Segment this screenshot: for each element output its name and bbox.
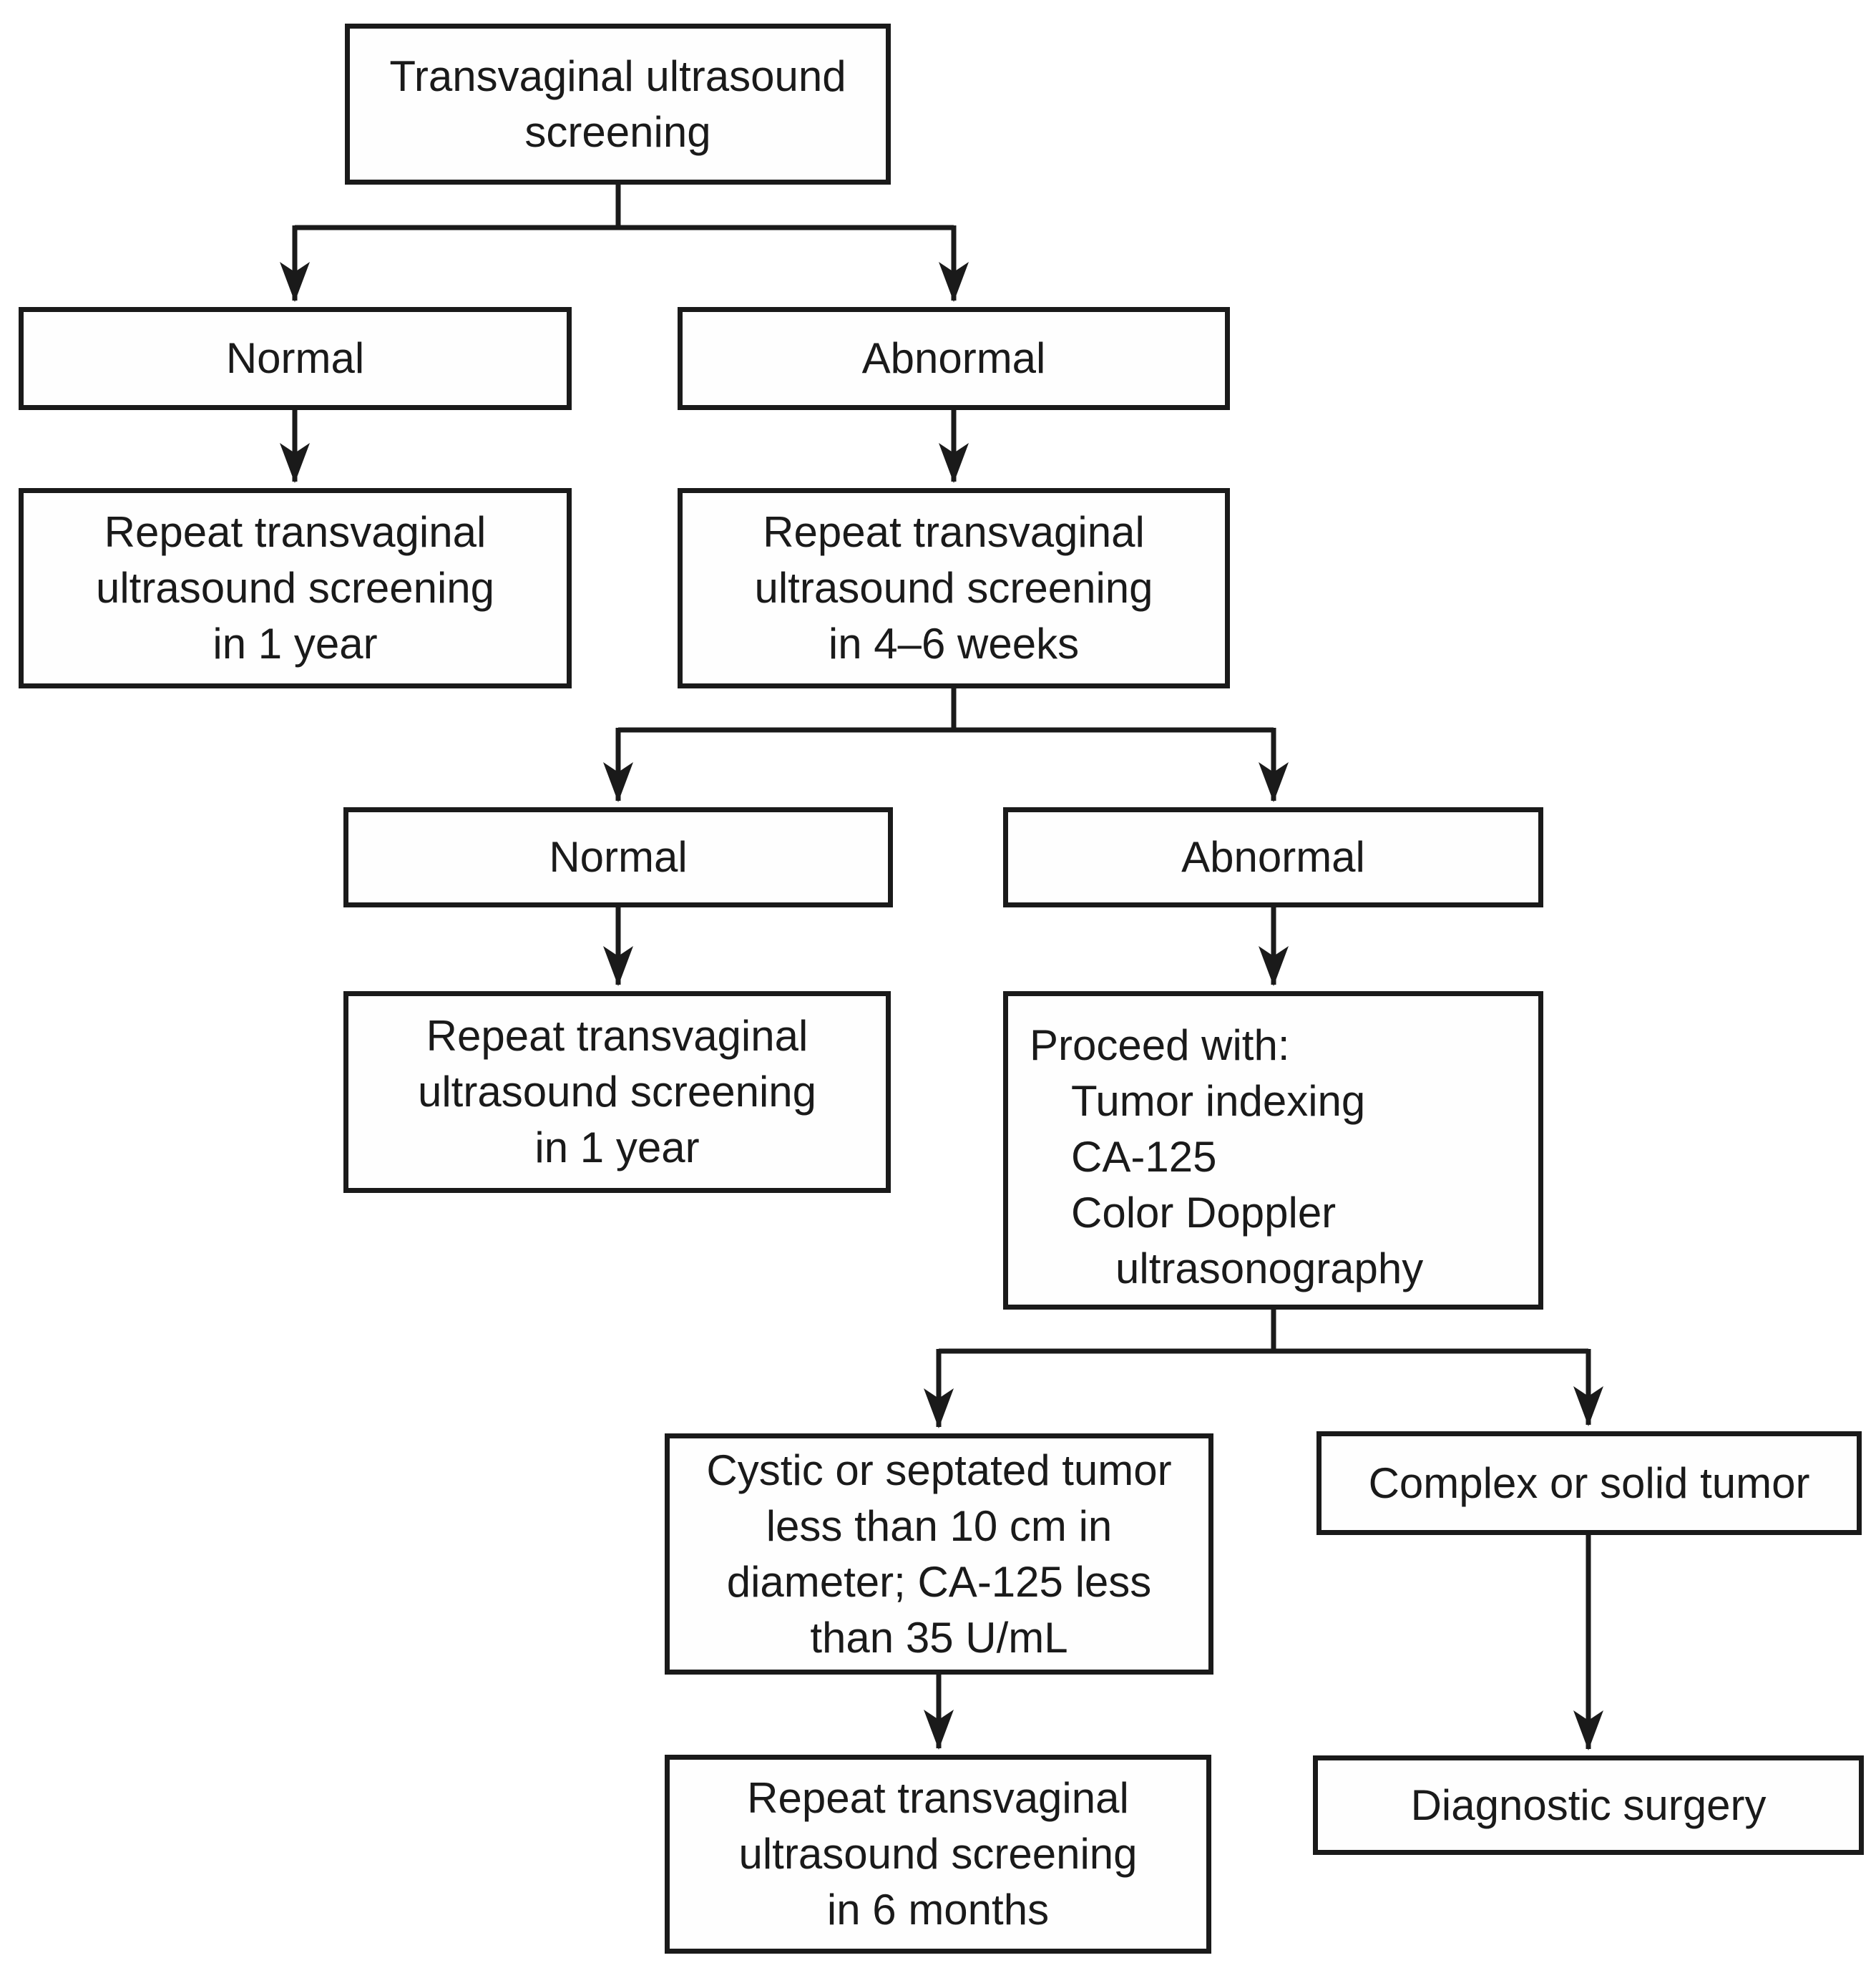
node-repeat-screening-1-year-middle: Repeat transvaginal ultrasound screening… <box>343 991 891 1193</box>
node-cystic-or-septated-tumor: Cystic or septated tumor less than 10 cm… <box>665 1433 1213 1675</box>
node-complex-or-solid-tumor: Complex or solid tumor <box>1316 1431 1862 1535</box>
node-abnormal-first: Abnormal <box>678 307 1230 410</box>
proceed-heading: Proceed with: <box>1030 1021 1290 1069</box>
node-transvaginal-ultrasound-screening: Transvaginal ultrasound screening <box>345 24 891 185</box>
node-normal-first: Normal <box>19 307 572 410</box>
node-normal-second: Normal <box>343 807 893 907</box>
proceed-item-ultrasonography: ultrasonography <box>1115 1244 1424 1292</box>
proceed-item-color-doppler: Color Doppler <box>1071 1189 1337 1237</box>
node-proceed-with-workup: Proceed with: Tumor indexing CA-125 Colo… <box>1003 991 1543 1310</box>
node-repeat-screening-4-6-weeks: Repeat transvaginal ultrasound screening… <box>678 488 1230 688</box>
node-diagnostic-surgery: Diagnostic surgery <box>1313 1755 1864 1855</box>
node-abnormal-second: Abnormal <box>1003 807 1543 907</box>
node-repeat-screening-1-year-left: Repeat transvaginal ultrasound screening… <box>19 488 572 688</box>
proceed-item-ca-125: CA-125 <box>1071 1133 1217 1181</box>
proceed-item-tumor-indexing: Tumor indexing <box>1071 1077 1366 1125</box>
node-repeat-screening-6-months: Repeat transvaginal ultrasound screening… <box>665 1755 1211 1954</box>
